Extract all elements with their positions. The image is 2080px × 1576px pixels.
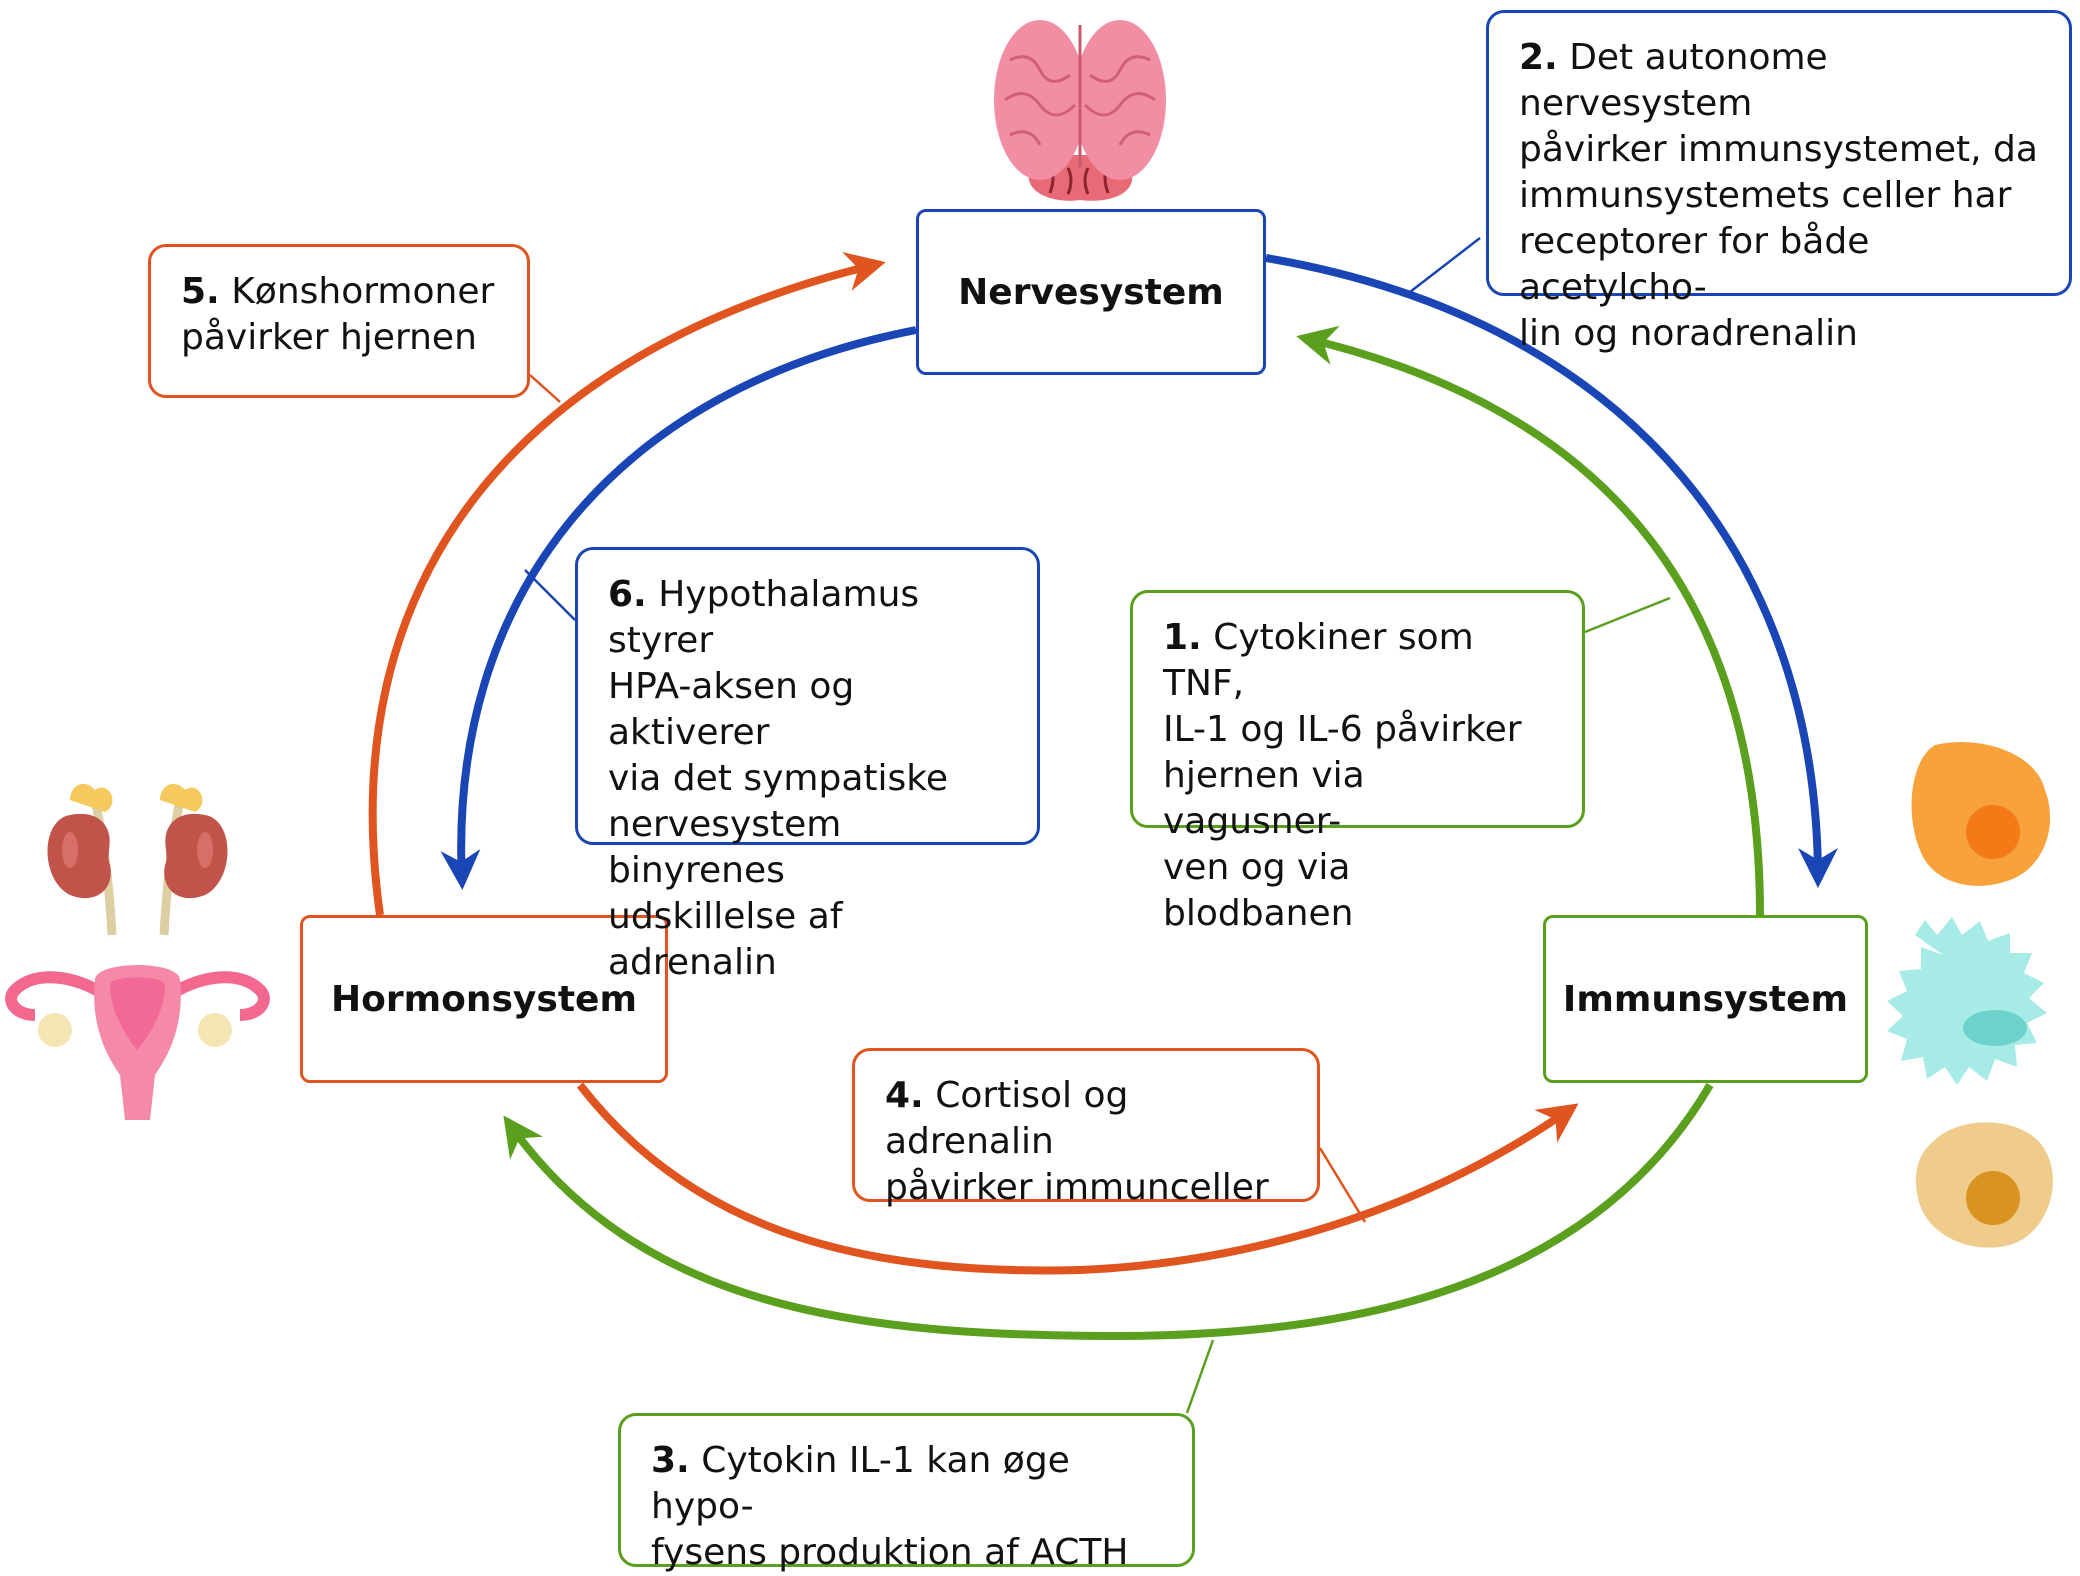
note-4-number: 4. bbox=[885, 1075, 924, 1116]
note-3-line-1: Cytokin IL-1 kan øge hypo- bbox=[651, 1440, 1070, 1527]
arrow-immune-to-nerve bbox=[1296, 325, 1764, 916]
hormonsystem-box: Hormonsystem bbox=[300, 915, 668, 1083]
uterus-icon bbox=[5, 965, 270, 1120]
note-2: 2. Det autonome nervesystem påvirker imm… bbox=[1486, 10, 2072, 354]
note-1-line-4: ven og via blodbanen bbox=[1163, 847, 1354, 934]
leader-line-5 bbox=[529, 374, 561, 403]
note-1-line-3: hjernen via vagusner- bbox=[1163, 755, 1365, 842]
note-2-line-4: receptorer for både acetylcho- bbox=[1519, 221, 1870, 308]
note-6: 6. Hypothalamus styrer HPA-aksen og akti… bbox=[575, 547, 1040, 983]
note-6-line-1: Hypothalamus styrer bbox=[608, 574, 920, 661]
note-2-line-2: påvirker immunsystemet, da bbox=[1519, 129, 2038, 170]
orange-cell-icon bbox=[1911, 742, 2051, 886]
note-3-number: 3. bbox=[651, 1440, 690, 1481]
note-4-line-2: påvirker immunceller bbox=[885, 1167, 1269, 1208]
leader-line-3 bbox=[1185, 1339, 1215, 1414]
nervesystem-label: Nervesystem bbox=[958, 271, 1224, 313]
note-6-line-4: nervesystem binyrenes bbox=[608, 804, 842, 891]
note-2-line-3: immunsystemets celler har bbox=[1519, 175, 2012, 216]
note-6-line-2: HPA-aksen og aktiverer bbox=[608, 666, 855, 753]
kidneys-icon bbox=[47, 783, 228, 936]
note-3-line-2: fysens produktion af ACTH bbox=[651, 1532, 1129, 1573]
leader-line-2 bbox=[1409, 237, 1481, 293]
note-5: 5. Kønshormoner påvirker hjernen bbox=[148, 244, 530, 398]
note-6-line-5: udskillelse af adrenalin bbox=[608, 896, 843, 983]
note-1: 1. Cytokiner som TNF, IL-1 og IL-6 påvir… bbox=[1130, 590, 1585, 934]
brain-icon bbox=[994, 20, 1166, 201]
note-6-number: 6. bbox=[608, 574, 647, 615]
leader-line-4 bbox=[1318, 1147, 1367, 1223]
arrow-hormone-to-nerve bbox=[368, 252, 886, 916]
note-5-line-1: Kønshormoner bbox=[231, 271, 495, 312]
note-1-number: 1. bbox=[1163, 617, 1202, 658]
cyan-cell-icon bbox=[1887, 917, 2047, 1085]
hormonsystem-label: Hormonsystem bbox=[331, 978, 637, 1020]
leader-line-1 bbox=[1584, 596, 1671, 634]
arrow-nerve-to-hormone bbox=[440, 326, 917, 890]
note-4-line-1: Cortisol og adrenalin bbox=[885, 1075, 1129, 1162]
nervesystem-box: Nervesystem bbox=[916, 209, 1266, 375]
note-2-line-5: lin og noradrenalin bbox=[1519, 313, 1858, 354]
note-1-line-2: IL-1 og IL-6 påvirker bbox=[1163, 709, 1522, 750]
immunsystem-label: Immunsystem bbox=[1562, 978, 1849, 1020]
arrow-immune-to-hormone bbox=[503, 1082, 1714, 1341]
note-2-line-1: Det autonome nervesystem bbox=[1519, 37, 1828, 124]
tan-cell-icon bbox=[1915, 1122, 2053, 1248]
arrow-hormone-to-immune bbox=[576, 1082, 1579, 1275]
note-6-line-3: via det sympatiske bbox=[608, 758, 948, 799]
note-3: 3. Cytokin IL-1 kan øge hypo- fysens pro… bbox=[618, 1413, 1195, 1573]
note-4: 4. Cortisol og adrenalin påvirker immunc… bbox=[852, 1048, 1320, 1208]
note-5-number: 5. bbox=[181, 271, 220, 312]
note-2-number: 2. bbox=[1519, 37, 1558, 78]
note-5-line-2: påvirker hjernen bbox=[181, 317, 477, 358]
immunsystem-box: Immunsystem bbox=[1543, 915, 1868, 1083]
arrow-nerve-to-immune bbox=[1265, 254, 1838, 888]
note-1-line-1: Cytokiner som TNF, bbox=[1163, 617, 1474, 704]
